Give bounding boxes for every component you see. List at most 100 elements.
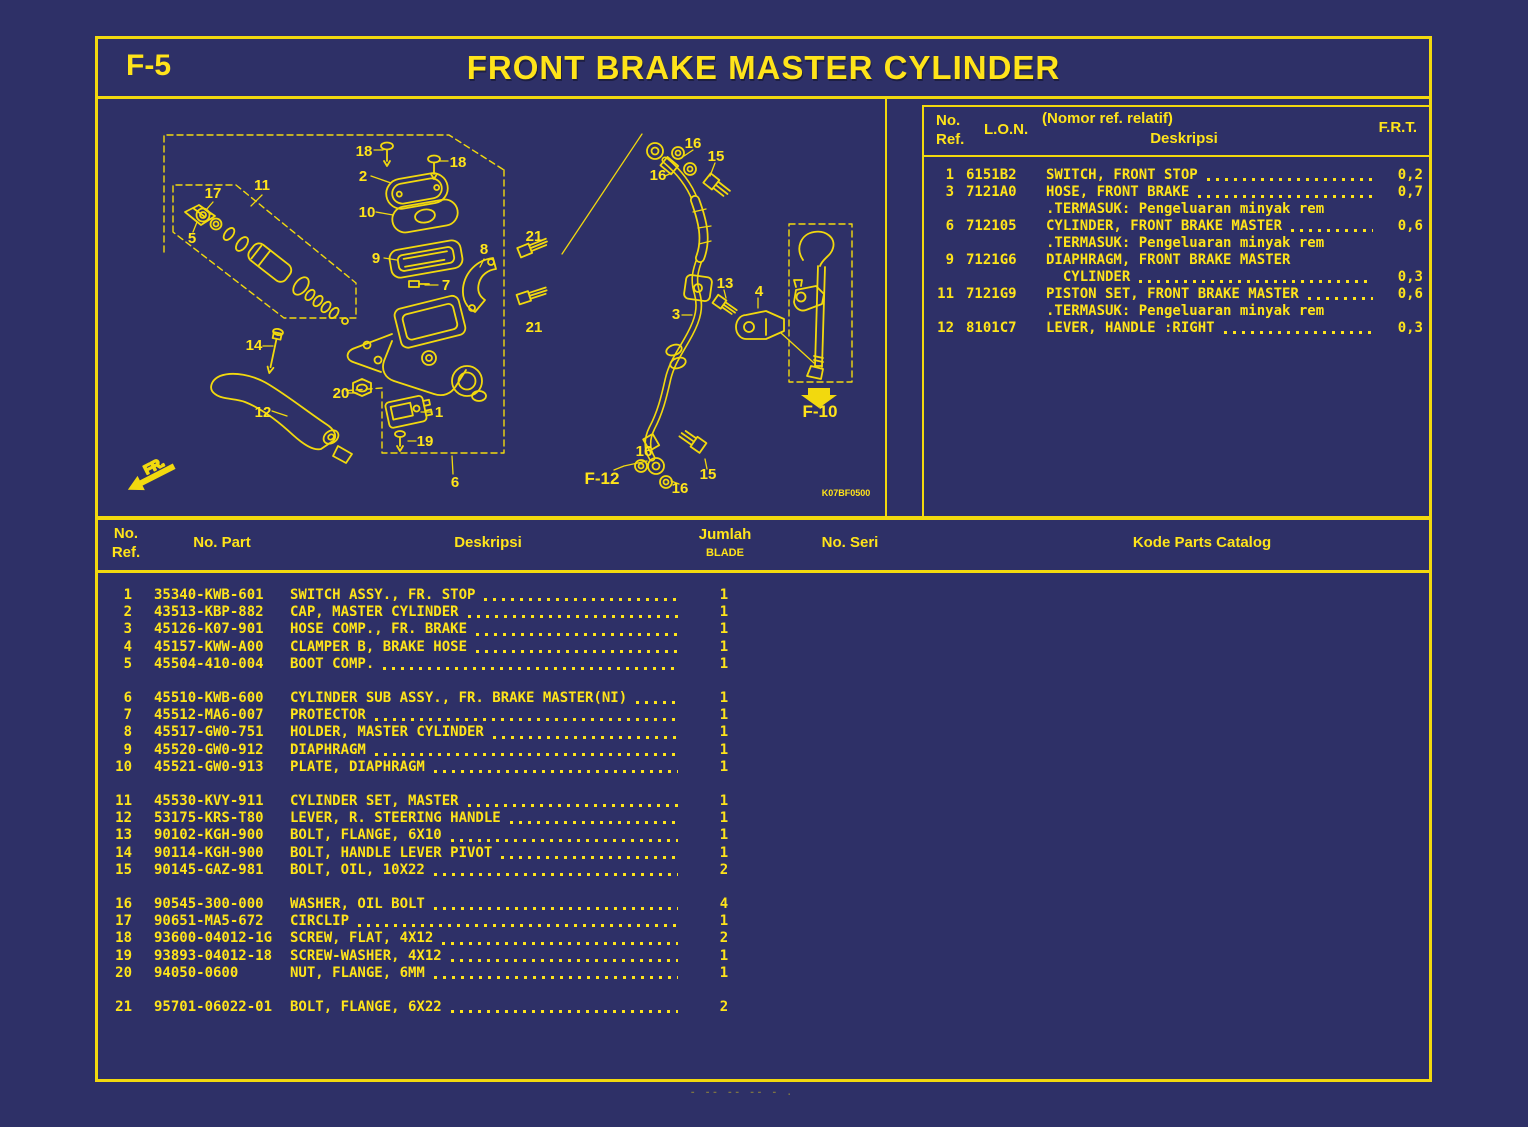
part-number-cell: 45126-K07-901 [154, 621, 264, 638]
description-cell: PLATE, DIAPHRAGM [290, 759, 686, 776]
dashed-outline [163, 134, 853, 454]
lon-cell: 8101C7 [966, 320, 1017, 336]
description-cell: .TERMASUK: Pengeluaran minyak rem [1046, 201, 1381, 218]
ref-no-cell: 9 [123, 741, 132, 758]
quantity-cell: 1 [719, 913, 729, 930]
quantity-cell: 1 [719, 638, 729, 655]
diagram-code: K07BF0500 [822, 488, 871, 498]
flange-bolt-6x10 [711, 293, 738, 315]
description-cell: HOSE COMP., FR. BRAKE [290, 621, 686, 638]
frt-cell [1381, 252, 1423, 269]
description-cell: BOLT, FLANGE, 6X10 [290, 827, 686, 844]
part-number-cell: 45517-GW0-751 [154, 724, 264, 741]
description-text: HOSE, FRONT BRAKE [1046, 184, 1190, 200]
frt-cell: 0,7 [1397, 184, 1423, 200]
ref-no-cell: 21 [115, 999, 132, 1016]
ref-no-cell: 5 [123, 655, 132, 672]
dot-leader [467, 615, 678, 619]
ref-no-cell: 20 [115, 964, 132, 981]
description-cell: CAP, MASTER CYLINDER [290, 604, 686, 621]
quantity-cell: 2 [719, 999, 729, 1016]
part-number-cell: 45510-KWB-600 [154, 690, 264, 707]
description-cell: PISTON SET, FRONT BRAKE MASTER [1046, 286, 1381, 303]
description-cell: SWITCH ASSY., FR. STOP [290, 587, 686, 604]
part-number-cell: 90651-MA5-672 [154, 913, 264, 930]
part-label: 14 [246, 337, 263, 354]
description-cell: NUT, FLANGE, 6MM [290, 965, 686, 982]
ref-no-cell: 19 [115, 947, 132, 964]
part-number-cell: 90102-KGH-900 [154, 827, 264, 844]
ref-no-cell: 3 [945, 184, 954, 200]
dot-leader [1198, 195, 1373, 198]
ref-table-line: .TERMASUK: Pengeluaran minyak rem [924, 303, 1423, 320]
parts-row: 6 45510-KWB-600 CYLINDER SUB ASSY., FR. BR… [98, 690, 1429, 707]
quantity-cell: 1 [719, 793, 729, 810]
ref-no-cell: 6 [123, 690, 132, 707]
part-number-cell: 45157-KWW-A00 [154, 638, 264, 655]
frt-cell: 0,3 [1397, 320, 1423, 336]
description-cell: CYLINDER SET, MASTER [290, 793, 686, 810]
part-number-cell: 45504-410-004 [154, 655, 264, 672]
dot-leader [484, 598, 678, 602]
part-number-cell: 90545-300-000 [154, 896, 264, 913]
oil-bolts [678, 172, 731, 454]
part-number-cell: 53175-KRS-T80 [154, 810, 264, 827]
ref-no-cell: 12 [115, 810, 132, 827]
quantity-cell: 1 [719, 724, 729, 741]
dot-leader [442, 941, 678, 945]
exploded-parts-diagram: FR. 18 18 2 10 9 7 8 21 21 17 11 5 14 12… [127, 133, 871, 498]
ref-no-cell: 12 [937, 320, 954, 336]
description-text: SWITCH ASSY., FR. STOP [290, 587, 476, 603]
ref-no-cell: 6 [945, 218, 954, 234]
part-number-cell: 35340-KWB-601 [154, 587, 264, 603]
ref-no-cell: 3 [123, 621, 132, 638]
col-header-no-ref: No. Ref. [936, 112, 965, 148]
ref-no-cell: 13 [115, 827, 132, 844]
description-text: CYLINDER, FRONT BRAKE MASTER [1046, 218, 1283, 234]
quantity-cell: 1 [719, 621, 729, 638]
description-cell: BOOT COMP. [290, 656, 686, 673]
description-text: SWITCH, FRONT STOP [1046, 167, 1198, 183]
lon-cell [966, 303, 1038, 320]
dot-leader [383, 667, 678, 671]
diaphragm [388, 239, 464, 279]
quantity-cell: 1 [719, 827, 729, 844]
description-text: CYLINDER SUB ASSY., FR. BRAKE MASTER(NI) [290, 690, 628, 707]
f10-down-arrow-icon [801, 388, 837, 408]
part-number-cell: 90145-GAZ-981 [154, 861, 264, 878]
col-header-nomor: (Nomor ref. relatif) [1042, 110, 1173, 127]
part-label: 15 [708, 148, 725, 165]
ref-no-cell [924, 269, 954, 286]
ref-no-cell: 9 [945, 252, 954, 268]
part-label: 20 [333, 385, 350, 402]
part-number-cell: 95701-06022-01 [154, 999, 273, 1016]
frt-cell: 0,2 [1397, 167, 1423, 183]
vertical-divider [885, 99, 887, 516]
part-label: 7 [442, 277, 450, 294]
dot-leader [476, 649, 678, 653]
ref-no-cell: 14 [115, 844, 132, 861]
parts-group: 21 95701-06022-01 BOLT, FLANGE, 6X22 2 [98, 999, 1429, 1016]
protector-clip [408, 280, 430, 288]
diaphragm-plate [391, 198, 459, 234]
ref-no-cell: 8 [123, 724, 132, 741]
part-label: 9 [372, 250, 380, 267]
description-text: BOLT, FLANGE, 6X22 [290, 999, 442, 1016]
frt-cell [1381, 303, 1423, 320]
oil-bolt-washers [634, 146, 697, 489]
master-cylinder-body [346, 294, 487, 402]
dot-leader [1291, 229, 1373, 232]
ref-no-cell: 4 [123, 638, 132, 655]
top-section: FR. 18 18 2 10 9 7 8 21 21 17 11 5 14 12… [98, 99, 1429, 520]
description-cell: SWITCH, FRONT STOP [1046, 167, 1381, 184]
hose-clamper [735, 310, 785, 340]
quantity-cell: 1 [719, 964, 729, 981]
f10-lever-part [793, 230, 835, 380]
frt-cell: 0,6 [1397, 218, 1423, 234]
dot-leader [433, 770, 678, 774]
quantity-cell: 1 [719, 604, 729, 621]
